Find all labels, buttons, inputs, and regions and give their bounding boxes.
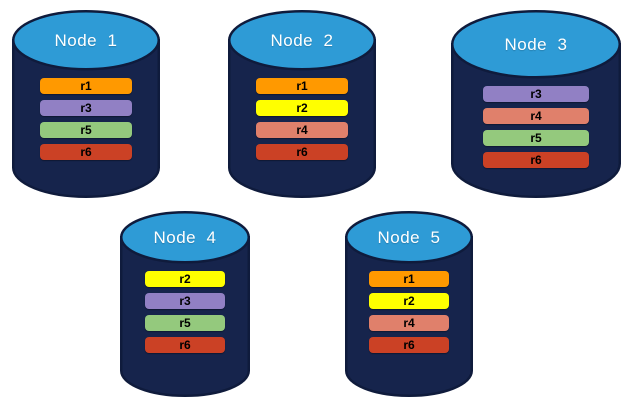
replica-stack: r3 r4 r5 r6 bbox=[451, 86, 621, 169]
node-label: Node 4 bbox=[153, 228, 217, 248]
node-label: Node 1 bbox=[54, 31, 118, 51]
node-top-disc bbox=[345, 211, 473, 264]
replica-bar-r2[interactable]: r2 bbox=[145, 271, 225, 288]
replica-bar-r6[interactable]: r6 bbox=[40, 144, 132, 161]
replica-bar-r2[interactable]: r2 bbox=[256, 100, 348, 117]
replica-stack: r1 r3 r5 r6 bbox=[12, 78, 160, 161]
node-3[interactable]: Node 3 r3 r4 r5 r6 bbox=[451, 10, 621, 198]
replica-stack: r1 r2 r4 r6 bbox=[345, 271, 473, 354]
replica-stack: r1 r2 r4 r6 bbox=[228, 78, 376, 161]
replica-bar-r1[interactable]: r1 bbox=[369, 271, 449, 288]
replica-stack: r2 r3 r5 r6 bbox=[120, 271, 250, 354]
replica-bar-r6[interactable]: r6 bbox=[483, 152, 589, 169]
replica-bar-r5[interactable]: r5 bbox=[483, 130, 589, 147]
node-label: Node 2 bbox=[270, 31, 334, 51]
replica-bar-r1[interactable]: r1 bbox=[40, 78, 132, 95]
node-top-disc bbox=[228, 10, 376, 71]
replica-bar-r4[interactable]: r4 bbox=[369, 315, 449, 332]
node-5[interactable]: Node 5 r1 r2 r4 r6 bbox=[345, 211, 473, 397]
node-top-disc bbox=[120, 211, 250, 264]
replica-bar-r6[interactable]: r6 bbox=[145, 337, 225, 354]
node-top-disc bbox=[12, 10, 160, 71]
node-label: Node 3 bbox=[504, 35, 568, 55]
replica-bar-r3[interactable]: r3 bbox=[145, 293, 225, 310]
replica-bar-r3[interactable]: r3 bbox=[40, 100, 132, 117]
replica-bar-r1[interactable]: r1 bbox=[256, 78, 348, 95]
node-1[interactable]: Node 1 r1 r3 r5 r6 bbox=[12, 10, 160, 198]
replica-bar-r6[interactable]: r6 bbox=[256, 144, 348, 161]
node-top-disc bbox=[451, 10, 621, 79]
node-label: Node 5 bbox=[377, 228, 441, 248]
replica-bar-r4[interactable]: r4 bbox=[256, 122, 348, 139]
replica-bar-r2[interactable]: r2 bbox=[369, 293, 449, 310]
replica-bar-r6[interactable]: r6 bbox=[369, 337, 449, 354]
node-2[interactable]: Node 2 r1 r2 r4 r6 bbox=[228, 10, 376, 198]
replica-bar-r4[interactable]: r4 bbox=[483, 108, 589, 125]
replica-bar-r3[interactable]: r3 bbox=[483, 86, 589, 103]
replica-bar-r5[interactable]: r5 bbox=[145, 315, 225, 332]
replica-bar-r5[interactable]: r5 bbox=[40, 122, 132, 139]
node-4[interactable]: Node 4 r2 r3 r5 r6 bbox=[120, 211, 250, 397]
